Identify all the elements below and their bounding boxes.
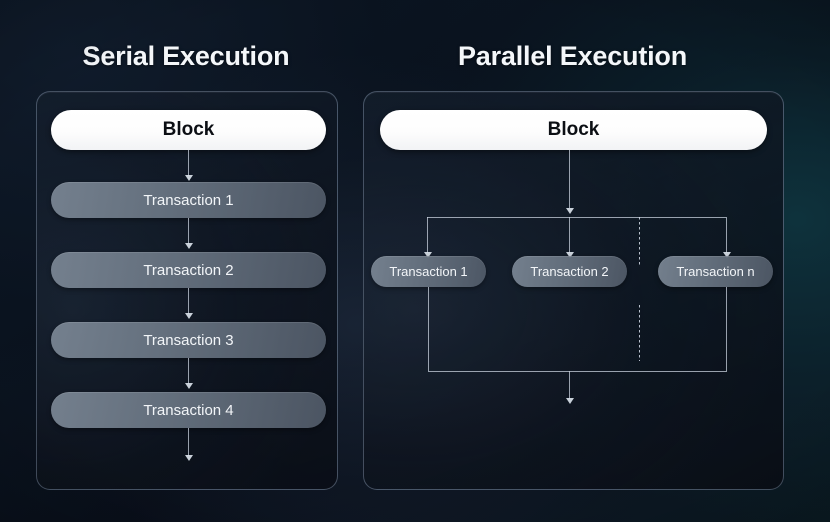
serial-transaction-node-3[interactable]: Transaction 3 [51, 322, 326, 358]
parallel-ellipsis-dots-lower [639, 305, 640, 361]
parallel-connector-output [569, 371, 570, 399]
serial-transaction-node-1[interactable]: Transaction 1 [51, 182, 326, 218]
parallel-fanin-bar [428, 371, 727, 372]
parallel-fanout-leg-2 [569, 217, 570, 253]
serial-arrowhead-output [185, 455, 193, 461]
parallel-arrowhead-txn [723, 252, 731, 258]
parallel-ellipsis-dots-upper [639, 217, 640, 267]
serial-arrowhead-1 [185, 175, 193, 181]
serial-connector-tx1-to-tx2 [188, 218, 189, 244]
parallel-fanout-leg-1 [427, 217, 428, 253]
parallel-arrowhead-tx1 [424, 252, 432, 258]
serial-connector-tx3-to-tx4 [188, 358, 189, 384]
serial-execution-panel: Block Transaction 1 Transaction 2 Transa… [36, 91, 338, 490]
parallel-transaction-node-2[interactable]: Transaction 2 [512, 256, 627, 287]
serial-transaction-node-2[interactable]: Transaction 2 [51, 252, 326, 288]
parallel-panel-title: Parallel Execution [458, 41, 687, 71]
parallel-transaction-node-n[interactable]: Transaction n [658, 256, 773, 287]
serial-arrowhead-2 [185, 243, 193, 249]
parallel-arrowhead-split [566, 208, 574, 214]
parallel-fanin-leg-1 [428, 287, 429, 371]
parallel-fanout-leg-n [726, 217, 727, 253]
parallel-arrowhead-output [566, 398, 574, 404]
serial-connector-block-to-tx1 [188, 150, 189, 176]
serial-block-node[interactable]: Block [51, 110, 326, 150]
parallel-arrowhead-tx2 [566, 252, 574, 258]
serial-arrowhead-4 [185, 383, 193, 389]
serial-panel-title: Serial Execution [82, 41, 290, 71]
parallel-fanout-bar [427, 217, 726, 218]
parallel-fanin-leg-n [726, 287, 727, 371]
serial-connector-tx4-to-output [188, 428, 189, 456]
parallel-transaction-node-1[interactable]: Transaction 1 [371, 256, 486, 287]
serial-transaction-node-4[interactable]: Transaction 4 [51, 392, 326, 428]
parallel-block-node[interactable]: Block [380, 110, 767, 150]
parallel-execution-panel: Block Transaction 1 Transaction 2 Transa… [363, 91, 784, 490]
parallel-connector-block-down [569, 150, 570, 208]
serial-arrowhead-3 [185, 313, 193, 319]
serial-connector-tx2-to-tx3 [188, 288, 189, 314]
